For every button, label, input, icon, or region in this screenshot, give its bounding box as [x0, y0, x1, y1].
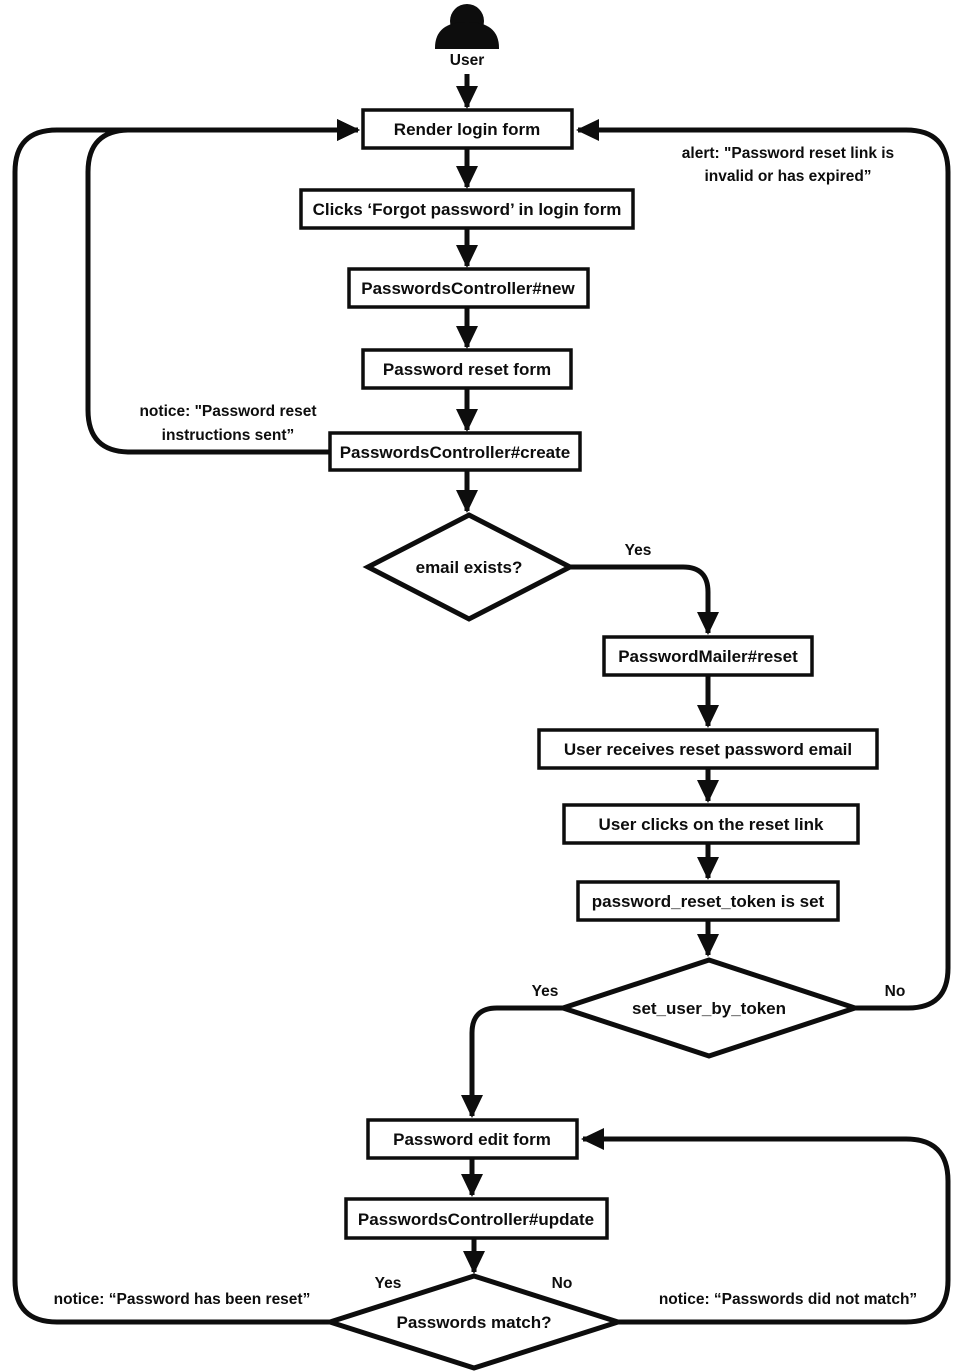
- label-match-no: No: [552, 1275, 573, 1292]
- annotation-notice-no-match: notice: “Passwords did not match”: [659, 1291, 917, 1308]
- label-email-exists-yes: Yes: [625, 542, 652, 559]
- node-user-receives-email: User receives reset password email: [537, 728, 879, 770]
- edge-create-notice-feedback: [85, 119, 360, 455]
- node-password-edit-form: Password edit form: [366, 1118, 579, 1160]
- node-user-receives-email-label: User receives reset password email: [564, 740, 852, 759]
- node-render-login-form-label: Render login form: [394, 120, 540, 139]
- node-password-reset-form: Password reset form: [361, 348, 573, 390]
- node-user-clicks-link-label: User clicks on the reset link: [599, 815, 824, 834]
- node-password-reset-form-label: Password reset form: [383, 360, 551, 379]
- node-pc-new: PasswordsController#new: [347, 267, 590, 309]
- node-token-set-label: password_reset_token is set: [592, 892, 825, 911]
- node-clicks-forgot: Clicks ‘Forgot password’ in login form: [299, 188, 635, 230]
- node-pc-update: PasswordsController#update: [344, 1197, 609, 1240]
- branch-labels: Yes Yes No Yes No: [375, 542, 906, 1292]
- node-email-exists: email exists?: [362, 512, 576, 622]
- node-clicks-forgot-label: Clicks ‘Forgot password’ in login form: [313, 200, 622, 219]
- edge-match-no-feedback: [581, 1128, 951, 1325]
- nodes: User Render login form Clicks ‘Forgot pa…: [299, 4, 879, 1371]
- node-set-user-by-token: set_user_by_token: [554, 957, 864, 1059]
- node-user: User: [435, 4, 499, 69]
- label-set-user-yes: Yes: [532, 983, 559, 1000]
- node-set-user-by-token-label: set_user_by_token: [632, 999, 786, 1018]
- node-pm-reset-label: PasswordMailer#reset: [618, 647, 798, 666]
- node-password-edit-form-label: Password edit form: [393, 1130, 551, 1149]
- annotation-notice-reset-done: notice: “Password has been reset”: [54, 1291, 311, 1308]
- node-email-exists-label: email exists?: [416, 558, 523, 577]
- edge-setuser-no-feedback: [576, 119, 951, 1011]
- edge-match-yes-feedback: [12, 119, 360, 1325]
- node-token-set: password_reset_token is set: [576, 880, 840, 922]
- annotation-alert-invalid-line1: alert: "Password reset link is: [682, 145, 894, 162]
- label-match-yes: Yes: [375, 1275, 402, 1292]
- user-icon-body: [435, 22, 499, 49]
- edge-setuser-yes: [461, 1005, 563, 1118]
- annotations: alert: "Password reset link is invalid o…: [54, 145, 918, 1308]
- annotation-notice-sent-line2: instructions sent”: [162, 427, 295, 444]
- user-label: User: [450, 52, 484, 69]
- annotation-notice-sent-line1: notice: "Password reset: [139, 403, 316, 420]
- node-passwords-match: Passwords match?: [321, 1273, 627, 1371]
- edge-emailexists-yes: [570, 564, 719, 635]
- node-user-clicks-link: User clicks on the reset link: [562, 803, 860, 845]
- annotation-alert-invalid-line2: invalid or has expired”: [704, 168, 871, 185]
- label-set-user-no: No: [885, 983, 906, 1000]
- node-pc-create-label: PasswordsController#create: [340, 443, 571, 462]
- node-passwords-match-label: Passwords match?: [397, 1313, 552, 1332]
- node-render-login-form: Render login form: [361, 108, 574, 150]
- node-pm-reset: PasswordMailer#reset: [602, 635, 814, 677]
- edges: [12, 74, 951, 1325]
- node-pc-update-label: PasswordsController#update: [358, 1210, 594, 1229]
- node-pc-new-label: PasswordsController#new: [361, 279, 575, 298]
- node-pc-create: PasswordsController#create: [328, 431, 582, 472]
